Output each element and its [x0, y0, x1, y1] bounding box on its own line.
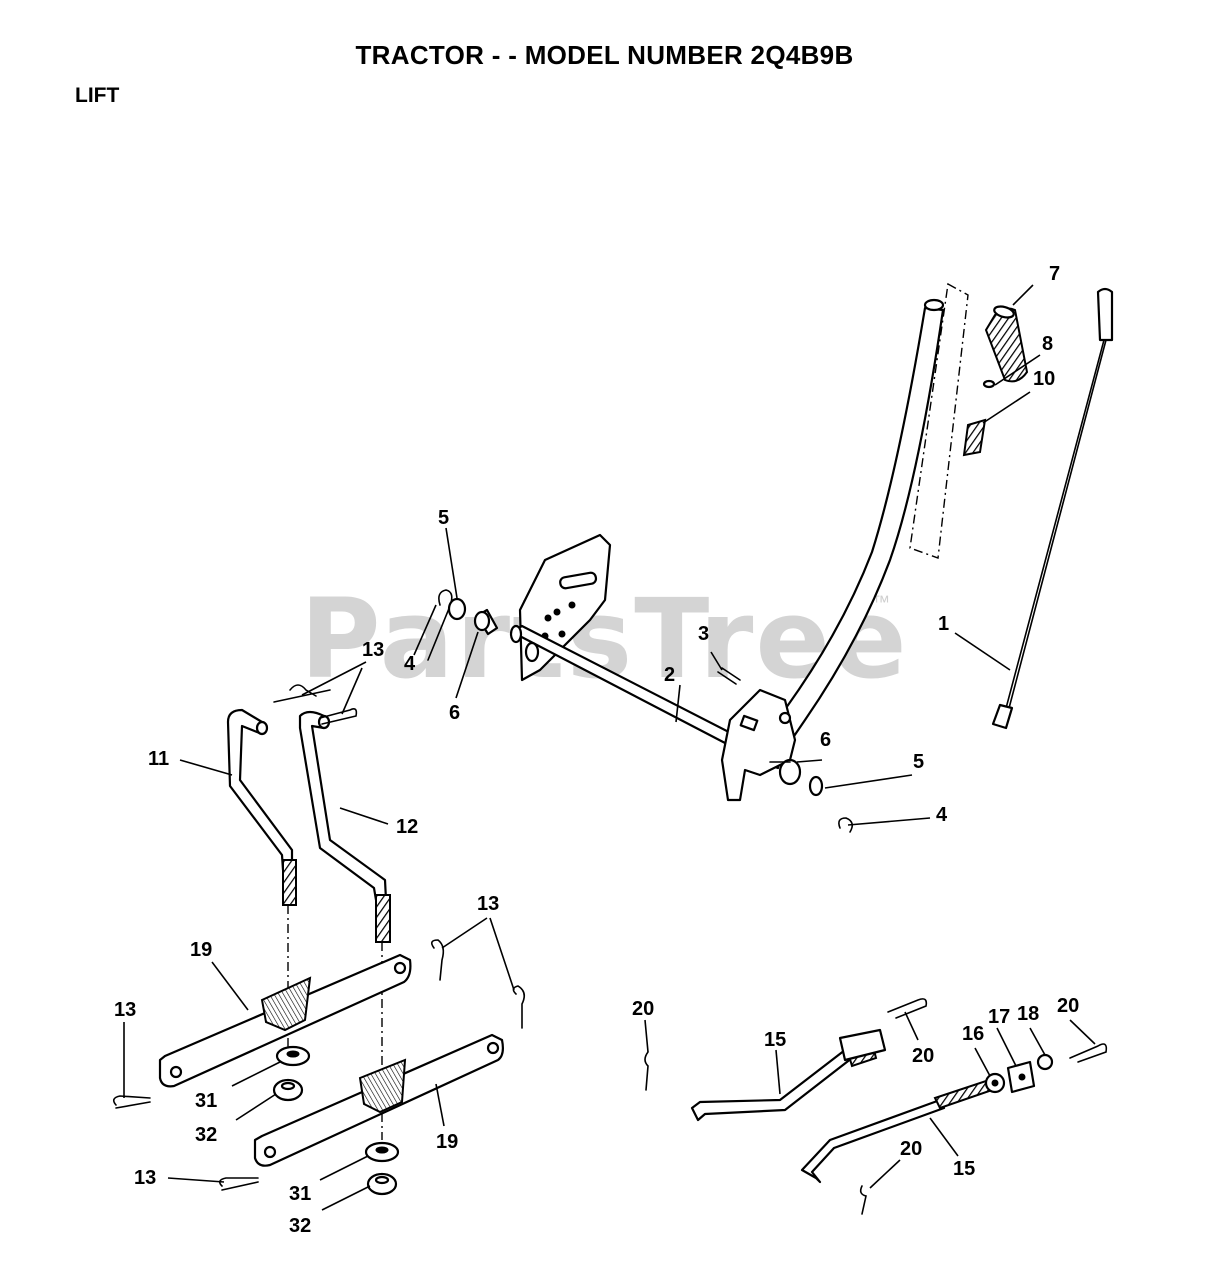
nut-upper	[272, 1078, 304, 1102]
bearing-right	[769, 758, 802, 786]
callout-6-upper: 6	[449, 702, 460, 724]
lift-handle-lever	[768, 298, 945, 744]
callout-32-lower: 32	[289, 1215, 311, 1237]
callout-15-upper: 15	[764, 1029, 786, 1051]
callout-13-bottom: 13	[134, 1167, 156, 1189]
callout-31-lower: 31	[289, 1183, 311, 1205]
cotter-pin	[717, 667, 741, 685]
hairpin-clip-right-a	[430, 939, 445, 981]
callout-20-left: 20	[632, 998, 654, 1020]
section-subtitle: LIFT	[75, 84, 120, 107]
callout-8: 8	[1042, 333, 1053, 355]
callout-12: 12	[396, 816, 418, 838]
bushing-upper	[275, 1045, 311, 1067]
callout-6-lower: 6	[820, 729, 831, 751]
trunnion-block	[1006, 1060, 1036, 1094]
callout-13-top: 13	[362, 639, 384, 661]
callout-10: 10	[1033, 368, 1055, 390]
callout-15-lower: 15	[953, 1158, 975, 1180]
callout-13-right: 13	[477, 893, 499, 915]
hairpin-clip-upper-b	[319, 708, 358, 725]
callout-32-upper: 32	[195, 1124, 217, 1146]
washer-right	[808, 775, 824, 797]
lift-link-left	[226, 708, 297, 906]
callout-19-upper: 19	[190, 939, 212, 961]
hex-nut	[984, 1072, 1006, 1094]
callout-20-mid: 20	[912, 1045, 934, 1067]
callout-20-right: 20	[1057, 995, 1079, 1017]
callout-3: 3	[698, 623, 709, 645]
watermark-trademark: ™	[872, 592, 890, 612]
handle-spring	[962, 418, 987, 457]
grip-phantom-outline	[909, 282, 969, 559]
lift-bracket-upper	[158, 953, 412, 1088]
hairpin-clip-upper-a	[273, 684, 331, 703]
callout-17: 17	[988, 1006, 1010, 1028]
lift-link-right	[298, 710, 391, 943]
bearing-left	[473, 608, 499, 636]
hairpin-clip-lower-mid	[218, 1177, 259, 1191]
hairpin-clip-left	[427, 589, 453, 661]
callout-5-lower: 5	[913, 751, 924, 773]
callout-16: 16	[962, 1023, 984, 1045]
lift-rod	[991, 287, 1114, 730]
bushing-lower	[364, 1141, 400, 1163]
hairpin-clip-lower-left	[112, 1095, 151, 1109]
callout-19-lower: 19	[436, 1131, 458, 1153]
nut-lower	[366, 1172, 398, 1196]
callout-18: 18	[1017, 1003, 1039, 1025]
callout-2: 2	[664, 664, 675, 686]
lift-bracket-lower	[253, 1033, 504, 1167]
hairpin-clip-20d	[859, 1185, 867, 1215]
washer-left	[447, 597, 467, 621]
callout-4-upper: 4	[404, 653, 416, 675]
callout-13-left: 13	[114, 999, 136, 1021]
callout-5-upper: 5	[438, 507, 449, 529]
leader-lines	[123, 284, 1096, 1211]
hairpin-clip-20c	[1069, 1043, 1108, 1063]
callout-11: 11	[148, 748, 169, 770]
page-title: TRACTOR - - MODEL NUMBER 2Q4B9B	[355, 40, 854, 70]
lock-nut	[1036, 1053, 1054, 1071]
callout-1: 1	[938, 613, 949, 635]
lever-base-bracket	[720, 688, 797, 802]
callout-31-upper: 31	[195, 1090, 217, 1112]
adjustment-rod-upper	[690, 1028, 887, 1122]
callout-7: 7	[1049, 263, 1060, 285]
hairpin-clip-right-b	[512, 985, 526, 1029]
hairpin-clip-20b	[887, 998, 928, 1019]
handle-button	[982, 379, 996, 389]
hairpin-clip-20a	[644, 1051, 649, 1091]
hairpin-clip-right	[838, 817, 854, 833]
callout-20-bottom: 20	[900, 1138, 922, 1160]
callout-4-lower: 4	[936, 804, 948, 826]
adjustment-rod-lower	[800, 1076, 1000, 1184]
handle-grip	[984, 305, 1029, 383]
